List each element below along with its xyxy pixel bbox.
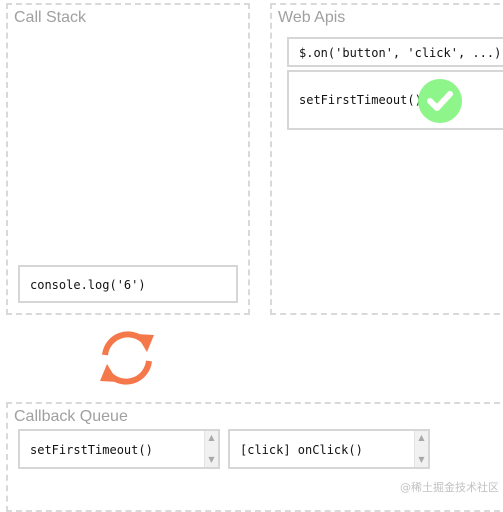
web-api-item-label: $.on('button', 'click', ...)	[299, 46, 502, 60]
web-apis-title: Web Apis	[278, 9, 346, 26]
callback-queue-panel: Callback Queue setFirstTimeout() ▲ ▼ [cl…	[6, 402, 503, 512]
call-stack-frame: console.log('6')	[18, 265, 238, 303]
call-stack-frame-label: console.log('6')	[30, 278, 146, 292]
scroll-up-arrow-icon[interactable]: ▲	[208, 433, 215, 442]
scroll-down-arrow-icon[interactable]: ▼	[208, 455, 215, 464]
web-api-item-label: setFirstTimeout()	[299, 93, 422, 107]
web-apis-panel: Web Apis $.on('button', 'click', ...) se…	[270, 3, 503, 315]
callback-queue-title: Callback Queue	[14, 408, 128, 425]
checkmark-icon	[418, 79, 462, 123]
scrollbar[interactable]: ▲ ▼	[204, 431, 218, 467]
scroll-down-arrow-icon[interactable]: ▼	[418, 455, 425, 464]
refresh-icon	[90, 325, 164, 391]
callback-queue-item-label: setFirstTimeout()	[30, 443, 153, 457]
scrollbar[interactable]: ▲ ▼	[414, 431, 428, 467]
call-stack-title: Call Stack	[14, 9, 87, 26]
call-stack-panel: Call Stack console.log('6')	[6, 3, 250, 315]
callback-queue-item-label: [click] onClick()	[240, 443, 363, 457]
callback-queue-item: setFirstTimeout() ▲ ▼	[18, 429, 220, 469]
callback-queue-item: [click] onClick() ▲ ▼	[228, 429, 430, 469]
web-api-item: $.on('button', 'click', ...)	[287, 37, 503, 67]
web-api-item: setFirstTimeout()	[287, 70, 503, 130]
scroll-up-arrow-icon[interactable]: ▲	[418, 433, 425, 442]
watermark: @稀土掘金技术社区	[400, 481, 499, 494]
